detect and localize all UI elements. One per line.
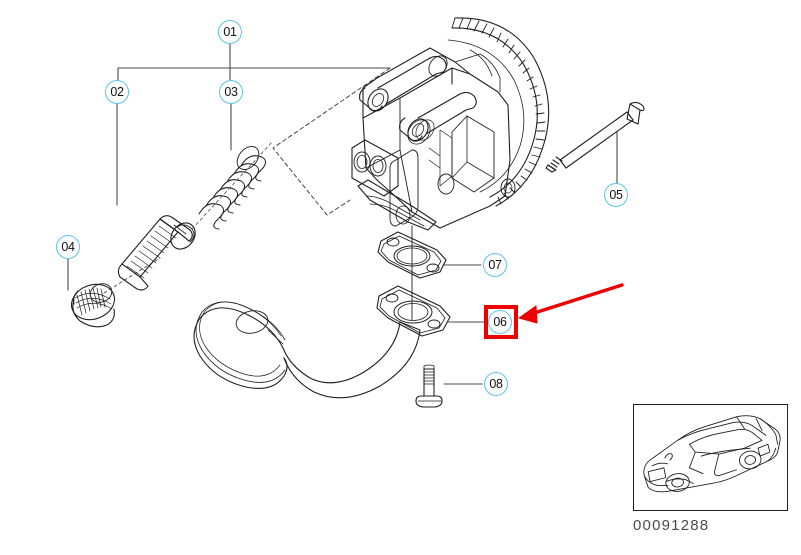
- callout-label: 01: [223, 25, 237, 39]
- leader-lines: [67, 43, 618, 385]
- callout-02[interactable]: 02: [105, 80, 129, 104]
- dashed-leader: [272, 67, 391, 216]
- short-bolt-part: [415, 364, 443, 408]
- callout-label: 08: [489, 377, 503, 391]
- diagram-number: 00091288: [633, 517, 710, 534]
- highlight-arrow: [518, 283, 624, 324]
- callout-07[interactable]: 07: [483, 253, 507, 277]
- callout-label: 02: [110, 85, 124, 99]
- callout-label: 06: [493, 315, 507, 329]
- gasket-part: [377, 231, 447, 279]
- callout-03[interactable]: 03: [219, 80, 243, 104]
- oil-pickup-tube-part: [193, 285, 451, 399]
- long-bolt-part: [545, 101, 645, 173]
- callout-label: 05: [609, 188, 623, 202]
- callout-08[interactable]: 08: [484, 372, 508, 396]
- callout-05[interactable]: 05: [604, 183, 628, 207]
- callout-01[interactable]: 01: [218, 20, 242, 44]
- callout-06[interactable]: 06: [488, 310, 512, 334]
- screw-plug-part: [70, 283, 116, 328]
- pump-drive-gear: [447, 17, 550, 207]
- callout-label: 04: [61, 240, 75, 254]
- relief-valve-piston-part: [117, 215, 196, 291]
- callout-04[interactable]: 04: [56, 235, 80, 259]
- vehicle-outline-icon: [643, 415, 781, 493]
- spring-axis-dashed: [191, 141, 273, 230]
- callout-label: 03: [224, 85, 238, 99]
- callout-label: 07: [488, 258, 502, 272]
- relief-valve-spring-part: [198, 146, 266, 230]
- oil-pump-body-part: [351, 17, 550, 231]
- vehicle-thumbnail: [633, 404, 788, 511]
